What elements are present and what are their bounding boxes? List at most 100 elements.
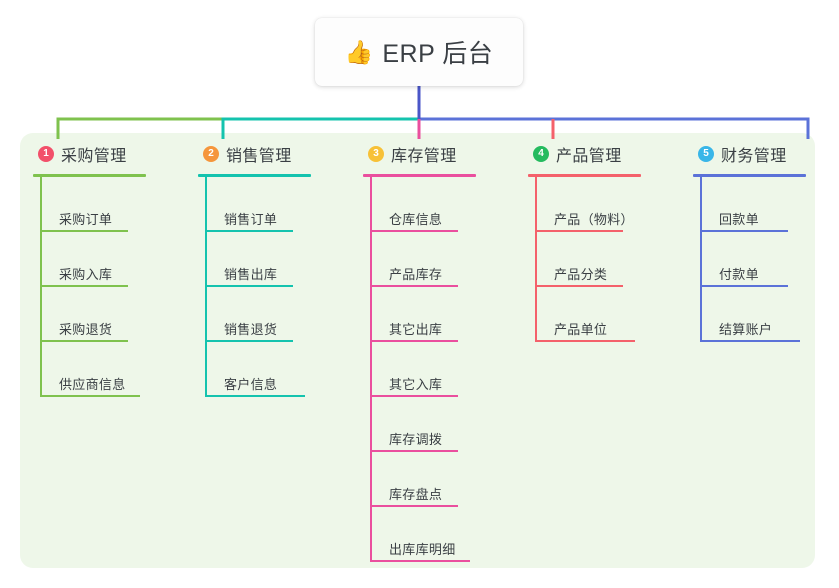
item-label: 回款单 [719,212,759,227]
item-underline [205,285,293,287]
branch-rule-1 [33,174,146,177]
list-item[interactable]: 回款单 [700,177,839,232]
item-underline [40,395,140,397]
branch-title-4: 产品管理 [556,147,622,165]
branch-header-2[interactable]: 2 销售管理 [198,133,363,174]
item-underline [40,340,128,342]
item-label: 销售订单 [224,212,278,227]
branch-items-1: 采购订单 采购入库 采购退货 供应商信息 [40,177,198,397]
branch-items-4: 产品（物料） 产品分类 产品单位 [535,177,693,342]
item-underline [535,340,635,342]
list-item[interactable]: 其它入库 [370,342,528,397]
item-underline [535,230,623,232]
branch-spine-4 [535,177,537,342]
branch-header-4[interactable]: 4 产品管理 [528,133,693,174]
item-underline [370,395,458,397]
list-item[interactable]: 产品库存 [370,232,528,287]
item-underline [370,560,470,562]
item-label: 采购入库 [59,267,113,282]
branch-items-2: 销售订单 销售出库 销售退货 客户信息 [205,177,363,397]
item-label: 产品单位 [554,322,608,337]
branch-column-2: 2 销售管理 销售订单 销售出库 销售退货 客户信息 [198,133,363,397]
item-label: 库存调拨 [389,432,443,447]
item-label: 产品分类 [554,267,608,282]
item-label: 付款单 [719,267,759,282]
list-item[interactable]: 销售订单 [205,177,363,232]
list-item[interactable]: 结算账户 [700,287,839,342]
thumbs-up-icon: 👍 [344,38,374,65]
branch-spine-3 [370,177,372,562]
item-underline [370,505,458,507]
list-item[interactable]: 产品分类 [535,232,693,287]
branch-rule-3 [363,174,476,177]
item-label: 销售出库 [224,267,278,282]
list-item[interactable]: 库存调拨 [370,397,528,452]
item-underline [370,285,458,287]
list-item[interactable]: 仓库信息 [370,177,528,232]
item-underline [700,230,788,232]
item-underline [40,230,128,232]
branch-column-4: 4 产品管理 产品（物料） 产品分类 产品单位 [528,133,693,342]
item-underline [370,450,458,452]
list-item[interactable]: 采购订单 [40,177,198,232]
branch-rule-4 [528,174,641,177]
item-label: 仓库信息 [389,212,443,227]
item-label: 产品（物料） [554,212,634,227]
list-item[interactable]: 出库库明细 [370,507,528,562]
branch-items-3: 仓库信息 产品库存 其它出库 其它入库 库存调拨 [370,177,528,562]
branch-badge-4: 4 [533,145,549,162]
root-title: ERP 后台 [382,40,494,68]
branch-badge-3: 3 [368,145,384,162]
branch-items-5: 回款单 付款单 结算账户 [700,177,839,342]
item-label: 结算账户 [719,322,773,337]
branch-header-5[interactable]: 5 财务管理 [693,133,839,174]
branch-rule-5 [693,174,806,177]
item-underline [700,340,800,342]
item-underline [700,285,788,287]
list-item[interactable]: 库存盘点 [370,452,528,507]
item-underline [205,230,293,232]
branch-badge-1: 1 [38,145,54,162]
list-item[interactable]: 采购入库 [40,232,198,287]
item-underline [205,340,293,342]
list-item[interactable]: 付款单 [700,232,839,287]
branch-spine-5 [700,177,702,342]
item-label: 供应商信息 [59,377,126,392]
item-label: 销售退货 [224,322,278,337]
branch-columns: 1 采购管理 采购订单 采购入库 采购退货 供应商信 [0,133,839,568]
item-label: 客户信息 [224,377,278,392]
list-item[interactable]: 供应商信息 [40,342,198,397]
list-item[interactable]: 产品（物料） [535,177,693,232]
branch-column-5: 5 财务管理 回款单 付款单 结算账户 [693,133,839,342]
branch-column-3: 3 库存管理 仓库信息 产品库存 其它出库 其它入库 [363,133,528,562]
item-label: 库存盘点 [389,487,443,502]
list-item[interactable]: 客户信息 [205,342,363,397]
branch-rule-2 [198,174,311,177]
item-label: 其它入库 [389,377,443,392]
item-label: 采购订单 [59,212,113,227]
list-item[interactable]: 其它出库 [370,287,528,342]
item-underline [535,285,623,287]
branch-spine-1 [40,177,42,397]
branch-title-3: 库存管理 [391,147,457,165]
item-label: 采购退货 [59,322,113,337]
item-underline [205,395,305,397]
item-label: 产品库存 [389,267,443,282]
list-item[interactable]: 销售出库 [205,232,363,287]
branch-badge-2: 2 [203,145,219,162]
branch-spine-2 [205,177,207,397]
item-label: 其它出库 [389,322,443,337]
item-underline [370,230,458,232]
branch-header-1[interactable]: 1 采购管理 [33,133,198,174]
branch-title-5: 财务管理 [721,147,787,165]
branch-header-3[interactable]: 3 库存管理 [363,133,528,174]
list-item[interactable]: 产品单位 [535,287,693,342]
branch-column-1: 1 采购管理 采购订单 采购入库 采购退货 供应商信 [33,133,198,397]
item-label: 出库库明细 [389,542,456,557]
list-item[interactable]: 销售退货 [205,287,363,342]
diagram-panel-background [20,133,815,568]
list-item[interactable]: 采购退货 [40,287,198,342]
item-underline [40,285,128,287]
root-node[interactable]: 👍 ERP 后台 [315,18,523,86]
